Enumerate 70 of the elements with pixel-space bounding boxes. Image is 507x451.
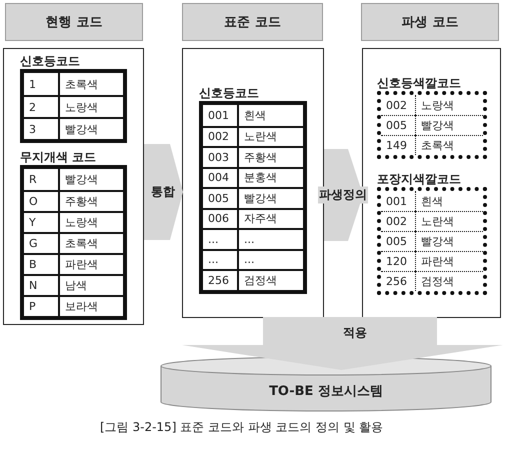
color-name: 초록색 (415, 135, 483, 155)
color-name: 빨강색 (415, 115, 483, 135)
column-header: 파생 코드 (361, 3, 499, 41)
color-name: 파란색 (415, 251, 483, 271)
code-value: 002 (385, 98, 408, 114)
color-name: 노랑색 (58, 211, 123, 232)
color-name: 보라색 (58, 295, 123, 316)
color-name: 남색 (58, 274, 123, 295)
color-name: 노란색 (415, 211, 483, 231)
table-title: 포장지색깔코드 (377, 171, 462, 187)
color-name: 초록색 (58, 232, 123, 253)
code-value: 1 (28, 76, 37, 92)
color-name: 초록색 (58, 73, 123, 95)
color-name: 주황색 (237, 146, 303, 166)
color-name: 빨강색 (237, 187, 303, 208)
code-value: 149 (381, 135, 415, 155)
edge-label: 적용 (342, 324, 368, 342)
edge-label: 파생정의 (318, 186, 368, 204)
code-value: N (24, 274, 58, 295)
column-header: 표준 코드 (182, 3, 323, 41)
color-name: 흰색 (415, 191, 483, 211)
code-value: 2 (24, 95, 58, 117)
color-name: 노란색 (237, 126, 303, 146)
code-value: 002 (203, 126, 237, 146)
figure-caption: [그림 3-2-15] 표준 코드와 파생 코드의 정의 및 활용 (100, 419, 384, 436)
color-name: 자주색 (237, 208, 303, 228)
code-value: 003 (203, 146, 237, 166)
code-value: 001 (207, 108, 230, 124)
code-value: 006 (203, 208, 237, 228)
color-name: ... (237, 228, 303, 248)
code-value: 002 (381, 211, 415, 231)
color-name: 빨강색 (58, 117, 123, 139)
column-header: 현행 코드 (5, 3, 143, 41)
color-name: 빨강색 (415, 231, 483, 251)
code-value: 005 (381, 231, 415, 251)
code-value: 005 (381, 115, 415, 135)
edge-label: 통합 (150, 184, 176, 200)
table-title: 신호등코드 (20, 53, 81, 69)
code-value: Y (24, 211, 58, 232)
color-name: 검정색 (415, 271, 483, 291)
color-name: 흰색 (237, 105, 303, 126)
code-value: 004 (203, 166, 237, 187)
code-value: O (24, 190, 58, 211)
color-name: 노랑색 (415, 95, 483, 115)
code-value: ... (203, 228, 237, 248)
color-name: 검정색 (237, 269, 303, 290)
code-value: 120 (381, 251, 415, 271)
color-name: 분홍색 (237, 166, 303, 187)
color-name: 빨강색 (58, 169, 123, 190)
code-value: 256 (203, 269, 237, 290)
group-panel (3, 48, 144, 325)
code-value: 005 (203, 187, 237, 208)
code-value: P (24, 295, 58, 316)
code-value: 256 (381, 271, 415, 291)
color-name: 파란색 (58, 253, 123, 274)
system-label: TO-BE 정보시스템 (269, 383, 383, 400)
block-arrow (182, 317, 503, 370)
code-value: B (24, 253, 58, 274)
table-title: 신호등코드 (199, 85, 260, 101)
block-arrow (144, 144, 183, 240)
code-value: ... (203, 248, 237, 269)
code-value: 001 (385, 194, 408, 210)
color-name: ... (237, 248, 303, 269)
color-name: 노랑색 (58, 95, 123, 117)
code-value: G (24, 232, 58, 253)
color-name: 주황색 (58, 190, 123, 211)
table-title: 신호등색깔코드 (377, 75, 462, 91)
code-value: R (28, 172, 38, 188)
table-title: 무지개색 코드 (20, 149, 98, 165)
code-value: 3 (24, 117, 58, 139)
